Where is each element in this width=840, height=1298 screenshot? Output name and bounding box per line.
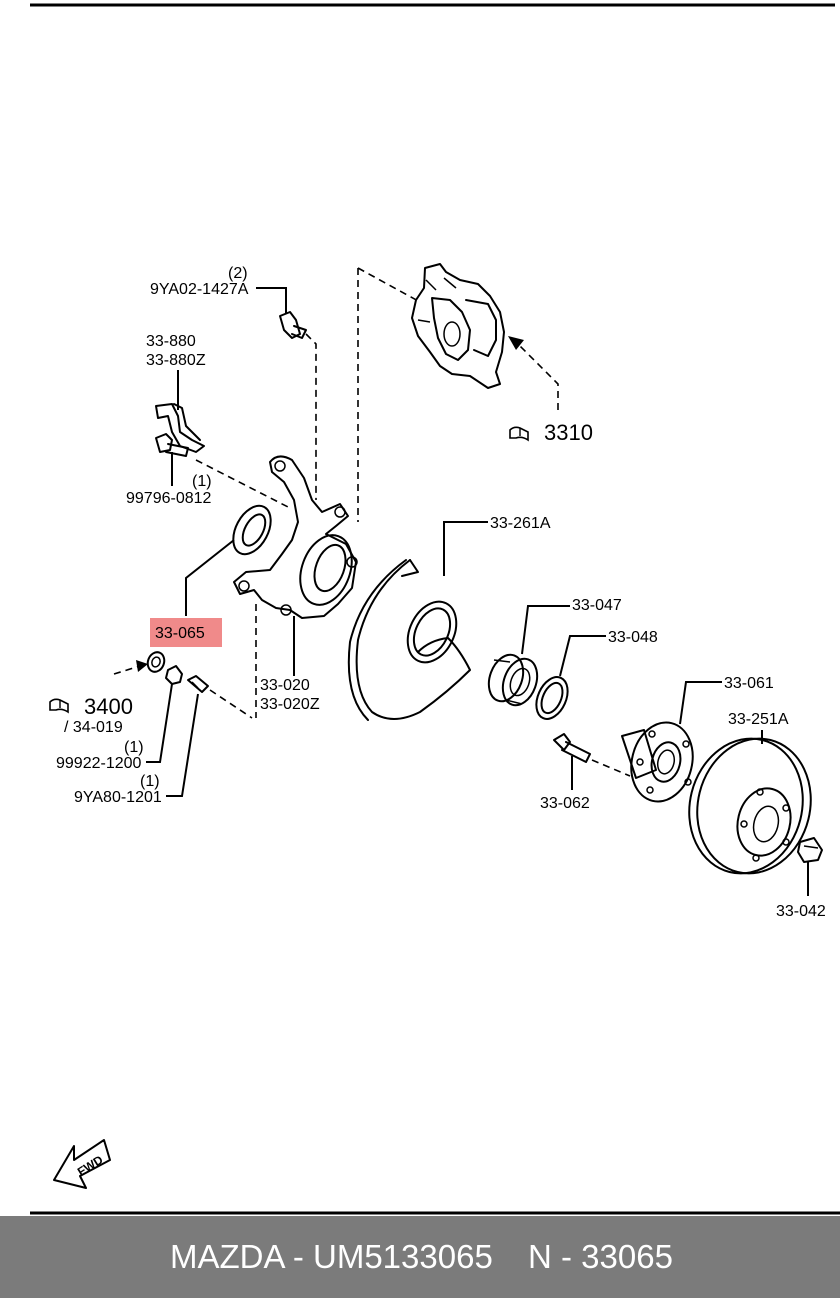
dust-cover-leader (443, 521, 488, 576)
footer-part-number: MAZDA - UM5133065 (170, 1238, 493, 1275)
label-nut: 99922-1200 (56, 755, 142, 772)
caliper-bolt (279, 311, 307, 339)
bushing (146, 651, 166, 673)
label-stud: 9YA80-1201 (74, 789, 162, 806)
label-ref-34019: / 34-019 (64, 719, 123, 736)
steering-knuckle (233, 455, 358, 619)
nut-small (165, 665, 183, 685)
caliper-bolt-leader (256, 287, 287, 314)
label-bracket-bolt: 99796-0812 (126, 490, 212, 507)
caliper-arrow-head (508, 336, 524, 350)
snap-ring-leader (559, 635, 606, 677)
wheel-hub (621, 721, 694, 803)
bracket-bolt (155, 433, 189, 457)
label-ref-3310: 3310 (544, 420, 593, 445)
small-parts-arrow-dash (113, 665, 141, 675)
label-bearing: 33-047 (572, 597, 622, 614)
label-hub-nut: 33-042 (776, 903, 826, 920)
caliper-bolt-dash (305, 333, 317, 500)
snap-ring (535, 676, 569, 720)
dust-cover (347, 559, 471, 721)
footer-bar: MAZDA - UM5133065 N - 33065 (0, 1216, 840, 1298)
small-parts-arrow-head (136, 660, 148, 672)
label-bracket-b: 33-880Z (146, 352, 206, 369)
stud-leader (166, 693, 199, 797)
highlight-box (150, 618, 222, 647)
label-bracket-a: 33-880 (146, 333, 196, 350)
label-disc: 33-251A (728, 711, 789, 728)
nut-leader (146, 683, 173, 763)
brake-disc (688, 737, 812, 875)
hub-bolt-dash (591, 759, 631, 777)
label-caliper-bolt-qty: (2) (228, 265, 248, 282)
footer-catalog-number: N - 33065 (528, 1238, 673, 1275)
brake-hose-bracket (155, 403, 205, 453)
label-bracket-bolt-qty: (1) (192, 473, 212, 490)
label-ref-3400: 3400 (84, 694, 133, 719)
hub-nut (797, 837, 823, 863)
wheel-bearing (487, 653, 539, 707)
label-hub-bolt: 33-062 (540, 795, 590, 812)
label-stud-qty: (1) (140, 773, 160, 790)
stud-dash (209, 689, 253, 719)
bearing-leader (521, 605, 570, 655)
hub-leader (679, 681, 722, 725)
reference-book-icon (49, 698, 69, 714)
dust-seal (232, 504, 272, 556)
brake-caliper (411, 263, 505, 389)
caliper-arrow-dash (517, 343, 559, 410)
fwd-arrow-icon: FWD (53, 1139, 111, 1189)
label-nut-qty: (1) (124, 739, 144, 756)
label-knuckle-b: 33-020Z (260, 696, 320, 713)
label-snap-ring: 33-048 (608, 629, 658, 646)
hub-bolt (553, 733, 591, 763)
label-hub: 33-061 (724, 675, 774, 692)
label-highlight-part: 33-065 (155, 625, 205, 642)
label-caliper-bolt: 9YA02-1427A (150, 281, 249, 298)
bracket-bolt-dash (195, 459, 291, 509)
stud-bolt (187, 675, 209, 693)
label-dust-cover: 33-261A (490, 515, 551, 532)
caliper-guide-dash (357, 267, 421, 303)
reference-book-icon (509, 426, 529, 442)
dust-seal-leader (185, 539, 235, 616)
label-knuckle-a: 33-020 (260, 677, 310, 694)
